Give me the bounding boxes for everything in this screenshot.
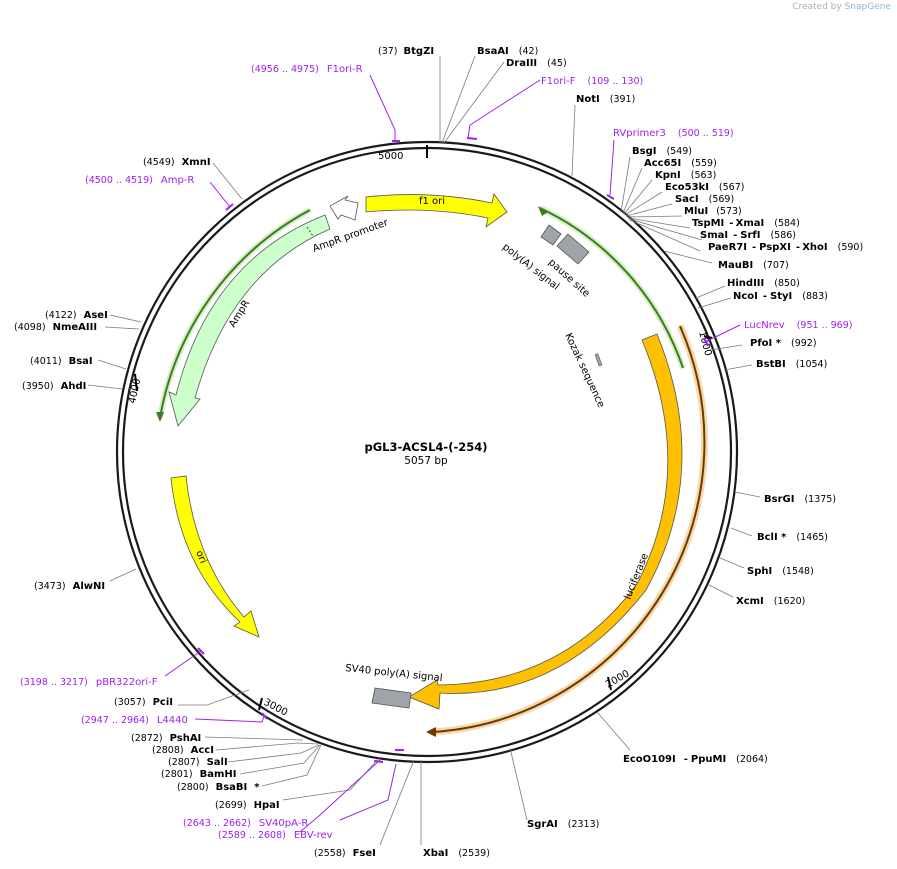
- credit-brand: SnapGene: [844, 2, 891, 12]
- site-pfoi[interactable]: PfoI *(992): [750, 338, 817, 349]
- credit-prefix: Created by: [792, 2, 842, 12]
- feature-kozak[interactable]: [594, 353, 603, 367]
- site-asei[interactable]: (4122)AseI: [45, 310, 108, 321]
- site-ahdi[interactable]: (3950)AhdI: [22, 381, 86, 392]
- site-ecoo109i-ppumi[interactable]: EcoO109I-PpuMI(2064): [623, 754, 768, 765]
- feature-label-ori: ori: [193, 549, 208, 565]
- site-alwni[interactable]: (3473)AlwNI: [34, 581, 105, 592]
- site-acc65i[interactable]: Acc65I(559): [644, 158, 717, 169]
- tick-2000: [607, 676, 612, 691]
- site-leader-lines: [87, 55, 761, 846]
- site-btgzi[interactable]: (37)BtgZI: [378, 46, 434, 57]
- site-xbai[interactable]: XbaI(2539): [423, 848, 490, 859]
- site-sgrai[interactable]: SgrAI(2313): [527, 819, 599, 830]
- site-pcii[interactable]: (3057)PciI: [114, 697, 173, 708]
- site-bsabi[interactable]: (2800)BsaBI*: [177, 782, 260, 793]
- site-draiii[interactable]: DraIII(45): [506, 58, 567, 69]
- feature-luciferase[interactable]: [408, 333, 683, 710]
- site-sphi[interactable]: SphI(1548): [747, 566, 814, 577]
- primer-pbr322ori-f[interactable]: (3198 .. 3217)pBR322ori-F: [20, 677, 158, 688]
- tick-marks: [134, 145, 713, 711]
- site-maubi[interactable]: MauBI(707): [718, 260, 789, 271]
- ampr-promoter-junction: [306, 226, 314, 237]
- site-bcli[interactable]: BclI *(1465): [757, 532, 828, 543]
- site-nmeaiii[interactable]: (4098)NmeAIII: [14, 322, 97, 333]
- site-tspmi-xmai[interactable]: TspMI-XmaI(584): [692, 218, 800, 229]
- primer-l4440[interactable]: (2947 .. 2964)L4440: [81, 715, 188, 726]
- orf-arrowhead-left: [156, 412, 164, 422]
- primer-amp-r[interactable]: (4500 .. 4519)Amp-R: [85, 175, 194, 186]
- site-mlui[interactable]: MluI(573): [684, 206, 742, 217]
- orf-arc-luc: [431, 325, 706, 733]
- site-bsgi[interactable]: BsgI(549): [632, 146, 692, 157]
- tick-4000: [134, 373, 138, 392]
- primer-marks: [197, 137, 709, 763]
- orf-arc-left: [159, 209, 311, 419]
- tick-label-4000: 4000: [127, 377, 143, 404]
- feature-ampr[interactable]: [168, 214, 331, 427]
- orf-highlight-right: [538, 205, 686, 369]
- feature-ori[interactable]: [170, 475, 260, 638]
- feature-polya-signal[interactable]: [540, 224, 562, 246]
- site-paer7i-pspxi-xhoi[interactable]: PaeR7I-PspXI-XhoI(590): [708, 242, 863, 253]
- primer-f1ori-f[interactable]: F1ori-F(109 .. 130): [541, 76, 643, 87]
- feature-sv40-polya[interactable]: [371, 687, 412, 709]
- plasmid-name: pGL3-ACSL4-(-254): [364, 440, 487, 454]
- primer-f1ori-r[interactable]: (4956 .. 4975)F1ori-R: [251, 64, 363, 75]
- site-noti[interactable]: NotI(391): [576, 94, 635, 105]
- site-hindiii[interactable]: HindIII(850): [727, 278, 800, 289]
- site-xmni[interactable]: (4549)XmnI: [143, 157, 211, 168]
- primer-rvprimer3[interactable]: RVprimer3(500 .. 519): [613, 128, 734, 139]
- feature-ampr-promoter[interactable]: [329, 195, 359, 221]
- feature-label-f1-ori: f1 ori: [419, 196, 445, 207]
- site-bstbi[interactable]: BstBI(1054): [756, 359, 827, 370]
- site-bsaai[interactable]: BsaAI(42): [477, 46, 538, 57]
- tick-3000: [258, 697, 263, 711]
- site-kpni[interactable]: KpnI(563): [655, 170, 716, 181]
- tick-label-1000: 1000: [696, 330, 713, 357]
- site-bamhi[interactable]: (2801)BamHI: [161, 769, 236, 780]
- primer-lucnrev[interactable]: LucNrev(951 .. 969): [744, 320, 852, 331]
- site-ncoi-styi[interactable]: NcoI-StyI(883): [733, 291, 828, 302]
- primer-ebv-rev[interactable]: (2589 .. 2608)EBV-rev: [218, 830, 333, 841]
- site-acci[interactable]: (2808)AccI: [152, 745, 214, 756]
- site-saci[interactable]: SacI(569): [675, 194, 734, 205]
- site-bsai[interactable]: (4011)BsaI: [30, 356, 93, 367]
- plasmid-length: 5057 bp: [404, 455, 448, 467]
- tick-label-5000: 5000: [378, 151, 403, 162]
- site-smai-srfi[interactable]: SmaI-SrfI(586): [700, 230, 796, 241]
- site-bsrgi[interactable]: BsrGI(1375): [764, 494, 836, 505]
- site-eco53ki[interactable]: Eco53kI(567): [665, 182, 744, 193]
- site-fsei[interactable]: (2558)FseI: [314, 848, 376, 859]
- feature-pause-site[interactable]: [556, 233, 590, 265]
- feature-label-kozak: Kozak sequence: [562, 332, 606, 410]
- snapgene-credit: Created by SnapGene: [792, 2, 891, 12]
- site-xcmi[interactable]: XcmI(1620): [736, 596, 805, 607]
- tick-1000: [703, 335, 713, 339]
- feature-label-sv40-polya: SV40 poly(A) signal: [345, 663, 443, 684]
- feature-f1-ori[interactable]: [365, 193, 508, 228]
- site-hpai[interactable]: (2699)HpaI: [215, 800, 280, 811]
- orf-arrowhead-luc: [426, 727, 436, 737]
- site-pshai[interactable]: (2872)PshAI: [131, 733, 201, 744]
- site-sali[interactable]: (2807)SalI: [168, 757, 228, 768]
- orf-arrowhead-right: [538, 206, 548, 216]
- orf-arc-right: [539, 207, 684, 369]
- primer-sv40pa-r[interactable]: (2643 .. 2662)SV40pA-R: [183, 818, 308, 829]
- primer-leader-lines: [164, 74, 741, 833]
